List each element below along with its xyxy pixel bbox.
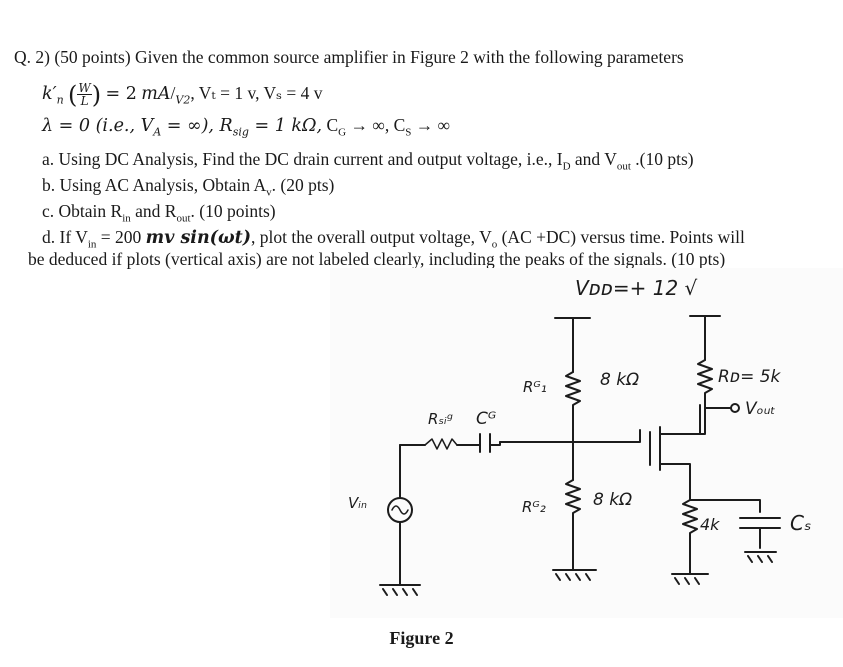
part-a: a. Using DC Analysis, Find the DC drain …: [42, 149, 694, 173]
sine-symbol: [391, 505, 409, 515]
cg-capacitor: [479, 433, 491, 453]
gate-wire: [499, 429, 641, 443]
ground-rs: [671, 573, 709, 585]
rg1-label: Rᴳ₁: [523, 378, 547, 396]
ground-rg2: [552, 569, 597, 581]
part-c: c. Obtain Rin and Rout. (10 points): [42, 201, 276, 225]
input-wire: [399, 441, 501, 446]
rg1-resistor: [565, 371, 581, 431]
mosfet-channel: [659, 404, 701, 491]
vdd-tee-left: [554, 317, 591, 373]
source-wire: [689, 489, 761, 513]
rg2-resistor: [565, 479, 581, 561]
part-b: b. Using AC Analysis, Obtain Av. (20 pts…: [42, 175, 335, 199]
cs-capacitor: [739, 517, 781, 549]
vin-source-icon: [387, 497, 413, 523]
rg2-label: Rᴳ₂: [522, 498, 546, 516]
question-header: Q. 2) (50 points) Given the common sourc…: [14, 47, 684, 67]
params-line-2: λ = 0 (i.e., VA = ∞), Rsig = 1 kΩ, CG → …: [42, 115, 451, 139]
rg2-value: 8 kΩ: [593, 490, 632, 510]
rsig-resistor: [424, 438, 458, 450]
vdd-tee-right: [689, 315, 721, 361]
vout-terminal: [730, 403, 740, 413]
rs-resistor: [682, 499, 698, 569]
ground-cs: [744, 551, 777, 563]
vdd-label: Vᴅᴅ=+ 12 √: [575, 276, 698, 300]
part-d-line-2: be deduced if plots (vertical axis) are …: [28, 249, 726, 269]
rd-resistor: [697, 359, 713, 435]
rg1-value: 8 kΩ: [600, 370, 639, 390]
rsig-label: Rₛᵢᵍ: [428, 410, 453, 428]
rd-label: Rᴅ= 5k: [718, 367, 782, 387]
cg-label: Cᴳ: [476, 409, 496, 429]
vin-label: Vᵢₙ: [348, 494, 367, 512]
vout-label: Vₒᵤₜ: [745, 399, 776, 419]
figure-caption: Figure 2: [389, 628, 454, 648]
cs-label: Cₛ: [790, 511, 811, 535]
part-d-line-1: d. If Vin = 200 mv sin(ωt), plot the ove…: [42, 227, 745, 251]
ground-vin: [379, 584, 421, 596]
rs-value: 4k: [700, 515, 720, 534]
